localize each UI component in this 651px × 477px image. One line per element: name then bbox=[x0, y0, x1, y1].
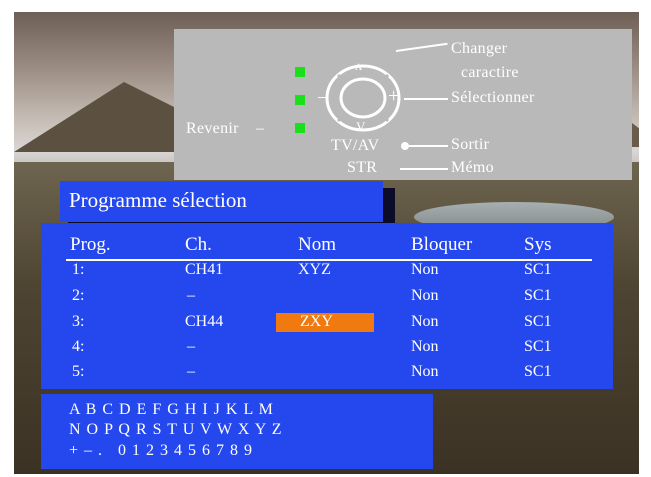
row-4-bloquer[interactable]: Non bbox=[411, 338, 439, 355]
legend-caractire: caractire bbox=[461, 64, 519, 81]
dial-down-arrow-icon: V bbox=[356, 119, 366, 134]
legend-selectionner: Sélectionner bbox=[451, 89, 535, 106]
row-5-sys[interactable]: SC1 bbox=[524, 363, 552, 380]
column-header-bloquer: Bloquer bbox=[411, 234, 473, 255]
row-1-ch[interactable]: CH41 bbox=[185, 261, 224, 278]
row-1-nom[interactable]: XYZ bbox=[298, 261, 331, 278]
row-4-ch[interactable]: – bbox=[187, 338, 195, 355]
dial-up-arrow-icon: ʌ bbox=[355, 59, 363, 74]
legend-revenir: Revenir bbox=[186, 120, 239, 137]
row-2-sys[interactable]: SC1 bbox=[524, 287, 552, 304]
charset-line-2[interactable]: N O P Q R S T U V W X Y Z bbox=[69, 421, 283, 438]
legend-tvav: TV/AV bbox=[331, 137, 380, 154]
legend-sortir: Sortir bbox=[451, 136, 490, 153]
remote-help-panel bbox=[174, 29, 632, 180]
row-4-prog[interactable]: 4: bbox=[72, 338, 85, 355]
row-5-bloquer[interactable]: Non bbox=[411, 363, 439, 380]
column-header-sys: Sys bbox=[524, 234, 552, 255]
legend-changer: Changer bbox=[451, 40, 508, 57]
column-header-nom: Nom bbox=[298, 234, 336, 255]
row-2-prog[interactable]: 2: bbox=[72, 287, 85, 304]
row-2-bloquer[interactable]: Non bbox=[411, 287, 439, 304]
row-3-nom[interactable]: ZXY bbox=[300, 313, 333, 330]
leader-line-memo bbox=[400, 168, 448, 170]
page-title: Programme sélection bbox=[60, 181, 383, 222]
row-5-ch[interactable]: – bbox=[187, 363, 195, 380]
dial-plus-icon: + bbox=[388, 85, 400, 107]
row-5-prog[interactable]: 5: bbox=[72, 363, 85, 380]
indicator-green-3 bbox=[295, 123, 305, 133]
character-set-panel bbox=[41, 394, 433, 469]
row-1-sys[interactable]: SC1 bbox=[524, 261, 552, 278]
legend-memo: Mémo bbox=[451, 159, 494, 176]
header-divider bbox=[66, 259, 592, 261]
row-3-bloquer[interactable]: Non bbox=[411, 313, 439, 330]
indicator-green-2 bbox=[295, 95, 305, 105]
row-1-prog[interactable]: 1: bbox=[72, 261, 85, 278]
legend-revenir-dash: – bbox=[256, 120, 265, 137]
tvav-button-icon bbox=[401, 142, 409, 150]
row-3-sys[interactable]: SC1 bbox=[524, 313, 552, 330]
leader-line-selectionner bbox=[404, 98, 448, 100]
selected-name-highlight[interactable] bbox=[276, 313, 374, 332]
indicator-green-1 bbox=[295, 67, 305, 77]
row-3-prog[interactable]: 3: bbox=[72, 313, 85, 330]
row-4-sys[interactable]: SC1 bbox=[524, 338, 552, 355]
charset-line-3[interactable]: + – . 0 1 2 3 4 5 6 7 8 9 bbox=[69, 442, 254, 459]
dial-minus-icon: – bbox=[318, 86, 328, 106]
navigation-dial-icon[interactable] bbox=[324, 63, 402, 133]
row-1-bloquer[interactable]: Non bbox=[411, 261, 439, 278]
row-2-ch[interactable]: – bbox=[187, 287, 195, 304]
column-header-prog: Prog. bbox=[70, 234, 111, 255]
leader-line-sortir bbox=[409, 145, 448, 147]
charset-line-1[interactable]: A B C D E F G H I J K L M bbox=[69, 401, 274, 418]
row-3-ch[interactable]: CH44 bbox=[185, 313, 224, 330]
column-header-ch: Ch. bbox=[185, 234, 212, 255]
program-table-panel bbox=[41, 223, 613, 389]
legend-str: STR bbox=[347, 159, 378, 176]
